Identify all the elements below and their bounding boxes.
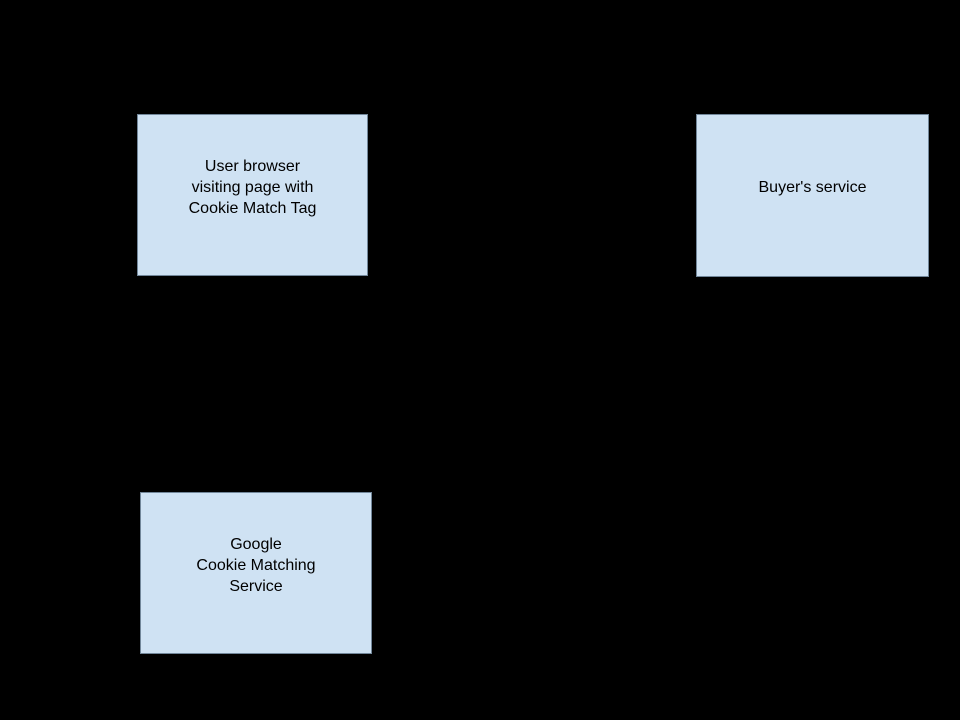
node-label-line: User browser xyxy=(204,157,301,175)
node-google-cookie-matching-service-label: Google Cookie Matching Service xyxy=(141,534,371,597)
node-buyers-service-label: Buyer's service xyxy=(697,177,928,198)
node-label-line: Buyer's service xyxy=(758,179,867,196)
node-google-cookie-matching-service: Google Cookie Matching Service xyxy=(140,492,372,654)
node-label-line: visiting page with xyxy=(191,178,314,196)
node-buyers-service: Buyer's service xyxy=(696,114,929,277)
node-label-line: Service xyxy=(229,577,283,595)
node-user-browser: User browser visiting page with Cookie M… xyxy=(137,114,368,276)
node-label-line: Cookie Match Tag xyxy=(188,199,317,217)
node-label-line: Google xyxy=(230,535,282,553)
node-label-line: Cookie Matching xyxy=(196,556,316,574)
node-user-browser-label: User browser visiting page with Cookie M… xyxy=(138,156,367,219)
